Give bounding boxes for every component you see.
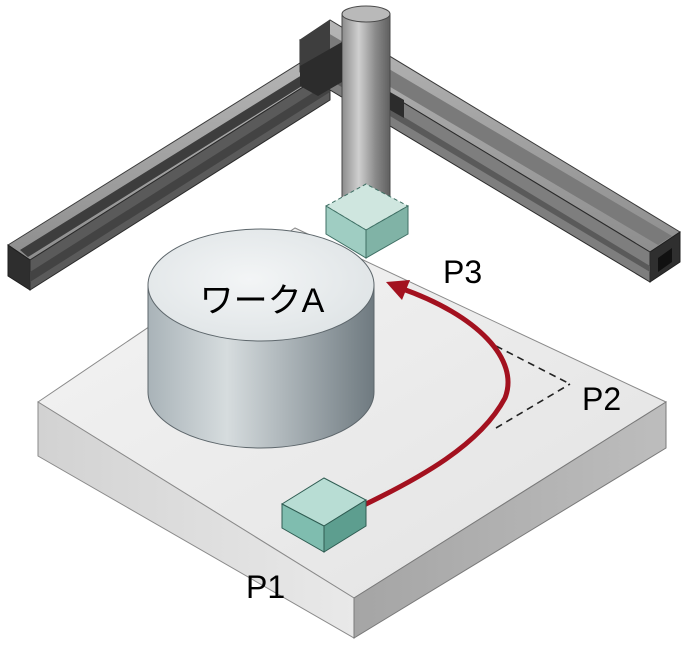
tool-tip-cube <box>324 183 410 259</box>
point-label-p3: P3 <box>443 254 482 290</box>
workpiece-label: ワークA <box>200 282 325 320</box>
workpiece-cylinder <box>147 228 375 449</box>
gantry-carriage <box>300 42 404 118</box>
start-block <box>280 477 368 553</box>
point-label-p2: P2 <box>582 381 621 417</box>
gantry-right-rail <box>299 19 681 283</box>
point-label-p1: P1 <box>246 569 285 605</box>
motion-path-arrow <box>359 284 511 509</box>
p2-guide-lines <box>495 345 571 429</box>
z-axis-pillar <box>341 5 391 205</box>
gantry-left-rail <box>7 57 331 291</box>
arrow-head <box>386 280 410 300</box>
